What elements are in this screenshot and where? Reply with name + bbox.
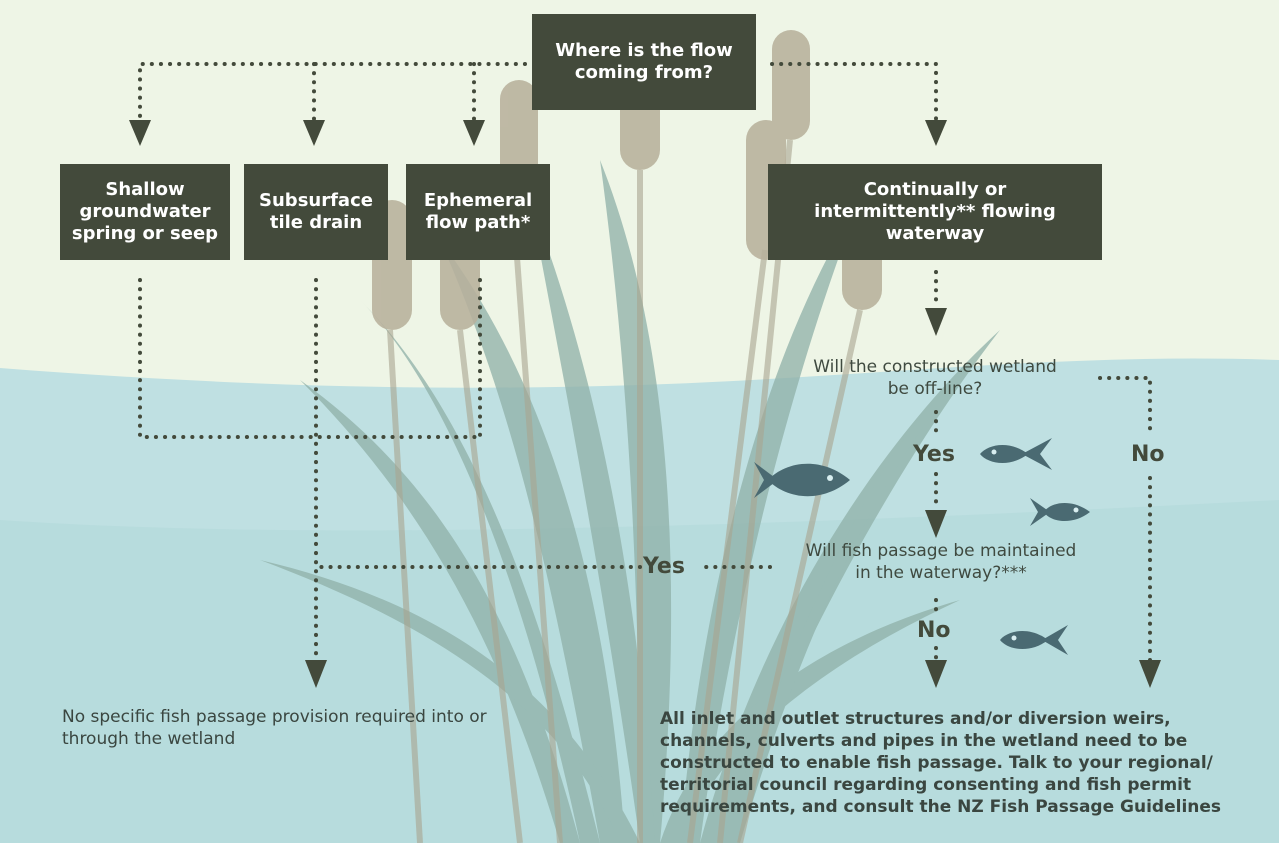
- label-yes-fish: Yes: [643, 554, 685, 579]
- source-ephemeral-flow-path: Ephemeral flow path*: [406, 164, 550, 260]
- fish-3: [1000, 625, 1068, 655]
- source-ephemeral-line2: flow path*: [425, 212, 531, 233]
- fish-large: [754, 462, 850, 498]
- source-waterway-line2: intermittently** flowing: [814, 201, 1056, 222]
- source-flowing-waterway: Continually or intermittently** flowing …: [768, 164, 1102, 260]
- source-subsurface-line2: tile drain: [269, 212, 363, 233]
- outcome-provide-line3: constructed to enable fish passage. Talk…: [660, 753, 1213, 773]
- source-shallow-groundwater-line3: spring or seep: [71, 223, 219, 244]
- start-text-line1: Where is the flow: [555, 40, 733, 61]
- start-box: Where is the flow coming from?: [532, 14, 756, 110]
- label-yes-offline: Yes: [913, 442, 955, 467]
- outcome-provide-line5: requirements, and consult the NZ Fish Pa…: [660, 797, 1222, 817]
- outcome-none-line1: No specific fish passage provision requi…: [62, 707, 487, 727]
- source-waterway-line3: waterway: [885, 223, 985, 244]
- source-subsurface-line1: Subsurface: [259, 190, 373, 211]
- outcome-none-line2: through the wetland: [62, 729, 236, 749]
- source-subsurface-tile-drain: Subsurface tile drain: [244, 164, 388, 260]
- fish-1: [980, 438, 1052, 470]
- label-no-fish: No: [917, 618, 951, 643]
- start-text-line2: coming from?: [574, 62, 714, 83]
- outcome-provide-line2: channels, culverts and pipes in the wetl…: [660, 731, 1188, 751]
- label-no-offline: No: [1131, 442, 1165, 467]
- question-offline-line1: Will the constructed wetland: [813, 357, 1057, 377]
- source-ephemeral-line1: Ephemeral: [423, 190, 533, 211]
- source-shallow-groundwater: Shallow groundwater spring or seep: [60, 164, 230, 260]
- question-fish-passage: Will fish passage be maintained in the w…: [776, 540, 1106, 584]
- fish-2: [1030, 498, 1090, 526]
- fish-group: [754, 438, 1090, 655]
- reed-leaves: [260, 160, 1000, 843]
- source-shallow-groundwater-line2: groundwater: [79, 201, 211, 222]
- question-offline: Will the constructed wetland be off-line…: [780, 356, 1090, 400]
- question-fish-line1: Will fish passage be maintained: [805, 541, 1077, 561]
- outcome-fish-passage-required: All inlet and outlet structures and/or d…: [660, 708, 1260, 818]
- outcome-provide-line4: territorial council regarding consenting…: [660, 775, 1192, 795]
- source-waterway-line1: Continually or: [863, 179, 1007, 200]
- question-offline-line2: be off-line?: [887, 379, 983, 399]
- outcome-provide-line1: All inlet and outlet structures and/or d…: [660, 709, 1171, 729]
- outcome-no-provision: No specific fish passage provision requi…: [62, 706, 582, 750]
- source-shallow-groundwater-line1: Shallow: [105, 179, 185, 200]
- question-fish-line2: in the waterway?***: [855, 563, 1027, 583]
